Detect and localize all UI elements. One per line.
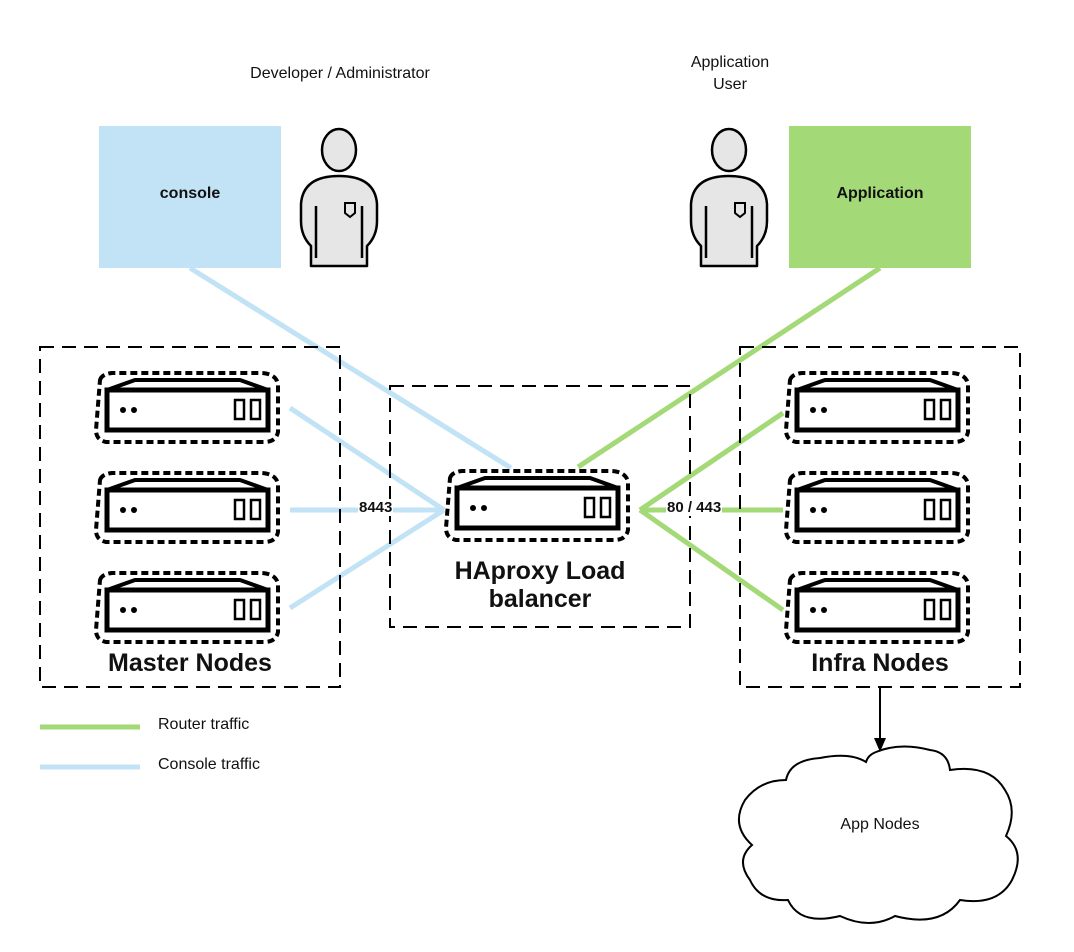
legend-router-label: Router traffic [158,716,250,733]
app-user-person-icon [689,127,769,268]
developer-label: Developer / Administrator [250,65,430,82]
loadbalancer-server-icon [446,471,628,540]
console-box-label: console [159,185,221,202]
loadbalancer-label-line2: balancer [488,585,592,613]
console-port-label: 8443 [358,499,394,516]
master-server-icon [96,573,278,642]
master-server-icon [96,473,278,542]
console-box [99,126,281,268]
legend-console-label: Console traffic [158,756,260,773]
router-line-infra-3 [638,507,785,613]
loadbalancer-label: HAproxy Load balancer [390,557,690,613]
infra-server-icon [786,373,968,442]
app-nodes-cloud-icon [737,745,1019,924]
developer-person-icon [299,127,379,268]
router-line-from-application-box [576,265,882,470]
application-box-label: Application [836,185,924,202]
application-box [789,126,971,268]
master-nodes-group [39,346,341,688]
master-nodes-label: Master Nodes [108,649,272,677]
app-user-label-line1: Application [690,54,770,71]
loadbalancer-label-line1: HAproxy Load [454,557,626,585]
infra-nodes-label: Infra Nodes [811,649,949,677]
infra-server-icon [786,573,968,642]
master-server-icon [96,373,278,442]
console-line-from-console-box [188,265,513,471]
console-line-master-3 [288,507,446,611]
app-user-label-line2: User [713,76,747,93]
router-port-label: 80 / 443 [666,499,723,516]
app-nodes-label: App Nodes [840,816,920,833]
router-line-infra-1 [638,410,785,513]
arrowhead-icon [874,738,886,752]
console-line-master-1 [288,405,446,513]
infra-server-icon [786,473,968,542]
app-user-label: Application User [660,52,800,96]
